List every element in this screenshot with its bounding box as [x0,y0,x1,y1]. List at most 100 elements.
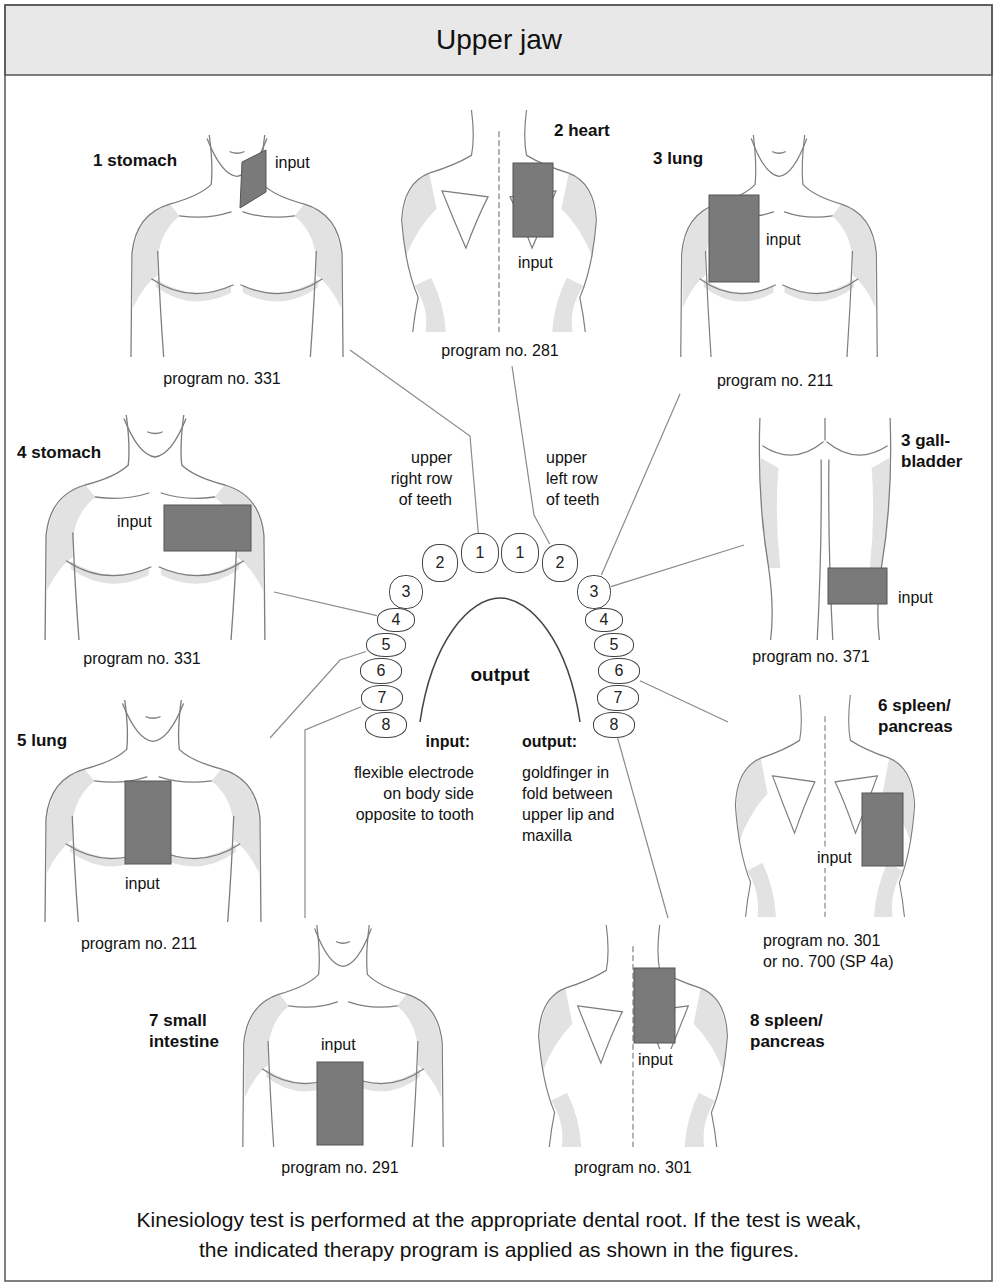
program-number: program no. 301 or no. 700 (SP 4a) [762,930,898,972]
organ-figure-panel: 8 spleen/ pancreas input program no. 301 [530,918,866,1180]
input-label: input [320,1034,357,1055]
diagram-caption: Kinesiology test is performed at the app… [128,1205,870,1265]
row-label: upper left row of teeth [546,447,606,510]
tooth-number: 4 [600,611,609,629]
tooth-number: 8 [382,716,391,734]
tooth: 6 [360,658,402,684]
electrode-pad [828,568,887,604]
front-torso-figure [45,700,261,922]
tooth-number: 5 [382,636,391,654]
tooth-number: 8 [610,716,619,734]
organ-heading: 3 lung [652,148,704,169]
program-number: program no. 371 [751,646,870,667]
program-number: program no. 211 [716,370,834,391]
legs-figure [759,418,890,640]
tooth: 8 [593,712,635,738]
front-torso-figure [681,135,877,357]
input-label: input [124,873,161,894]
tooth: 1 [501,533,539,573]
tooth-number: 5 [610,636,619,654]
organ-heading: 7 small intestine [148,1010,236,1052]
tooth-number: 7 [614,689,623,707]
organ-figure-panel: 4 stomach input program no. 331 [12,432,274,672]
leader-line [305,707,361,918]
tooth: 4 [585,608,623,632]
organ-figure-panel: 2 heart input program no. 281 [395,108,627,366]
tooth-number: 1 [476,544,485,562]
leader-line [274,592,377,616]
electrode-pad [513,163,553,237]
electrode-pad [125,781,171,864]
organ-figure-panel: 6 spleen/ pancreas input program no. 301 o… [728,690,990,980]
back-torso-figure [402,110,597,332]
leader-line [350,350,478,533]
tooth: 3 [389,575,423,609]
tooth: 8 [365,712,407,738]
palate-arch [420,598,580,722]
organ-heading: 3 gall- bladder [900,430,982,472]
tooth: 3 [577,575,611,609]
program-number: program no. 301 [573,1157,692,1178]
front-torso-figure [243,925,443,1147]
tooth: 7 [361,685,403,711]
electrode-pad [164,505,251,551]
program-number: program no. 331 [162,368,281,389]
tooth: 2 [542,544,578,582]
organ-heading: 6 spleen/ pancreas [877,695,971,737]
tooth-number: 2 [556,554,565,572]
tooth: 1 [461,533,499,573]
tooth: 4 [377,608,415,632]
input-label: input [816,847,853,868]
back-torso-figure [539,925,728,1147]
output-label: output [440,663,560,686]
row-label: upper right row of teeth [382,447,452,510]
input-label: input [517,252,554,273]
tooth-number: 1 [516,544,525,562]
tooth-number: 3 [590,583,599,601]
input-label: input [897,587,934,608]
tooth: 2 [422,544,458,582]
organ-figure-panel: 3 gall- bladder input program no. 371 [744,418,988,670]
input-label: input [637,1049,674,1070]
electrode-pad [862,793,903,866]
tooth-number: 2 [436,554,445,572]
leader-line [601,394,680,575]
input-note: flexible electrode on body side opposite… [339,762,474,825]
input-label: input [116,511,153,532]
tooth: 6 [598,658,640,684]
organ-heading: 1 stomach [92,150,178,171]
leader-line [512,366,550,544]
output-heading: output: [522,731,582,752]
electrode-pad [317,1062,363,1145]
program-number: program no. 211 [80,933,198,954]
input-heading: input: [420,731,470,752]
organ-figure-panel: 3 lung input program no. 211 [648,138,884,394]
leader-line [611,545,744,587]
leader-line [618,738,668,918]
leader-line [640,681,728,722]
organ-figure-panel: 1 stomachinputprogram no. 331 [88,130,350,394]
electrode-pad [634,968,675,1043]
organ-figure-panel: 7 small intestine input program no. 291 [146,918,448,1180]
tooth: 5 [366,633,406,657]
organ-heading: 8 spleen/ pancreas [749,1010,843,1052]
tooth: 5 [594,633,634,657]
organ-heading: 5 lung [16,730,68,751]
program-number: program no. 331 [82,648,201,669]
organ-heading: 2 heart [553,120,611,141]
electrode-pad [709,195,759,282]
tooth-number: 3 [402,583,411,601]
organ-heading: 4 stomach [16,442,102,463]
program-number: program no. 291 [280,1157,399,1178]
output-note: goldfinger in fold between upper lip and… [522,762,622,846]
tooth-number: 4 [392,611,401,629]
tooth-number: 6 [377,662,386,680]
input-label: input [765,229,802,250]
program-number: program no. 281 [440,340,559,361]
electrode-pad [240,150,266,208]
tooth-number: 7 [378,689,387,707]
diagram-title: Upper jaw [0,23,998,57]
organ-figure-panel: 5 lung input program no. 211 [12,700,270,956]
